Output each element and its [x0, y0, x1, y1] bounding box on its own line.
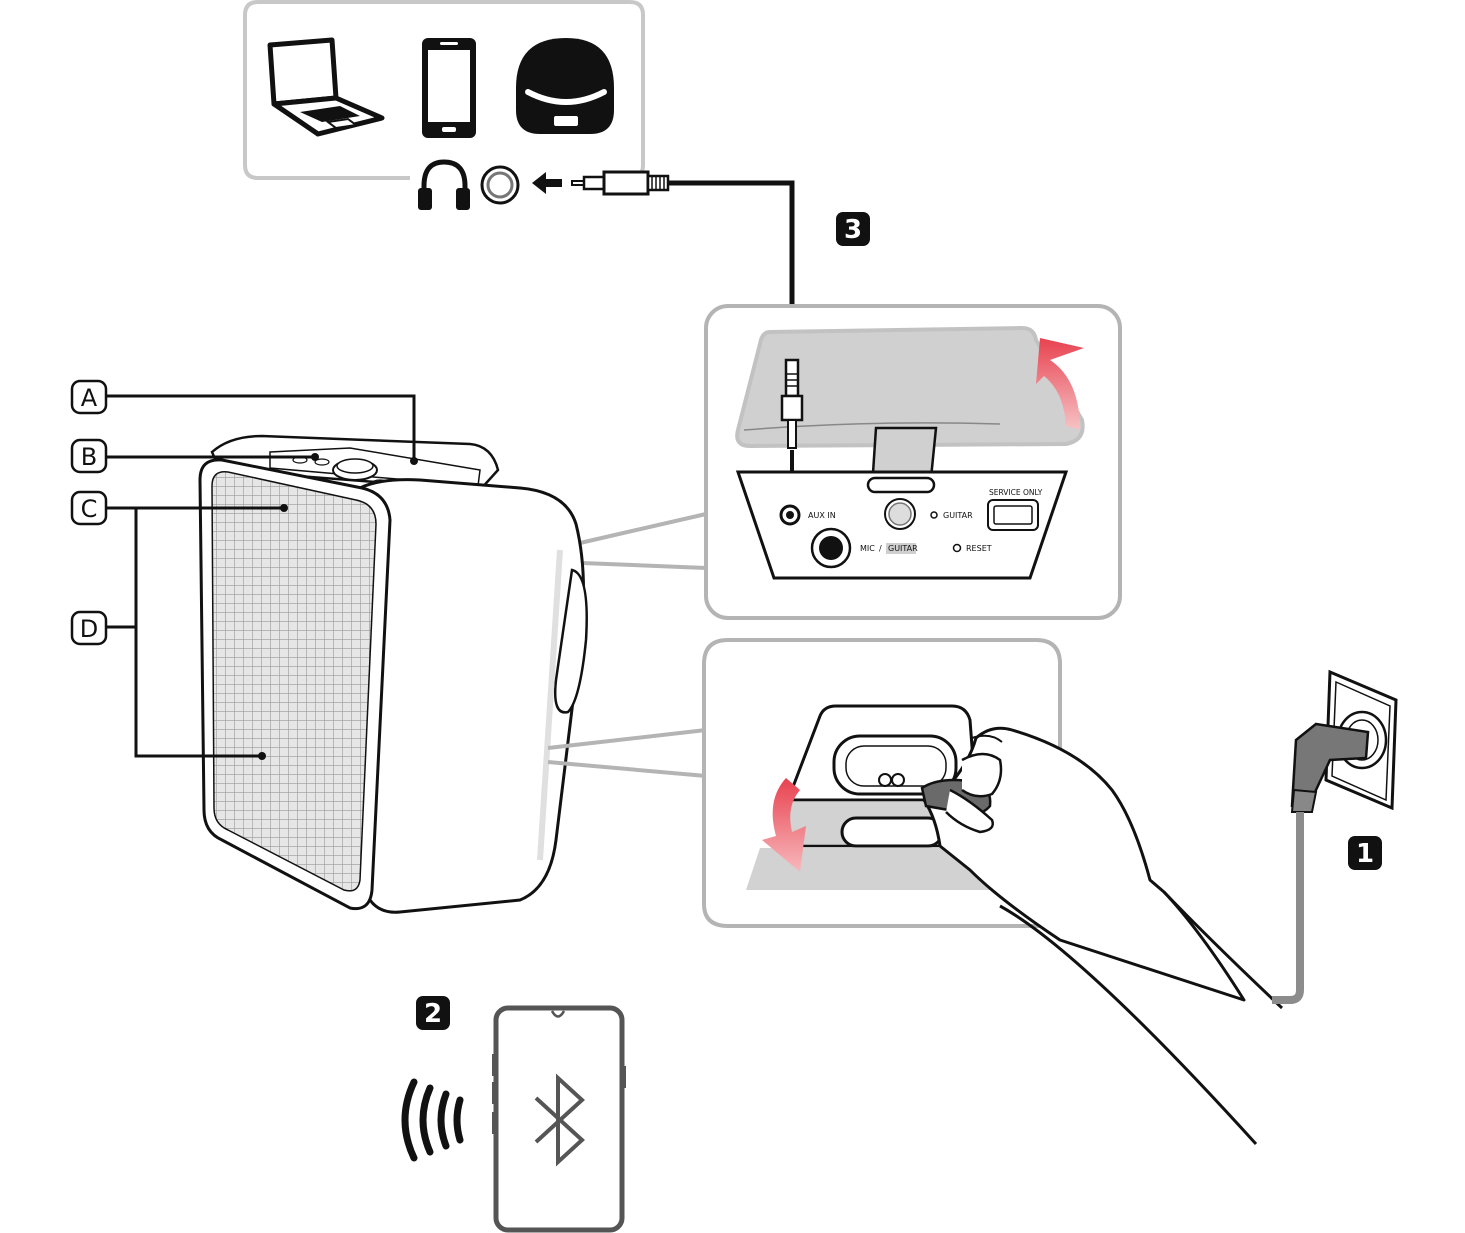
callout-a: A	[70, 379, 418, 465]
step-1-badge: 1	[1348, 836, 1382, 870]
callout-d: D	[70, 508, 266, 760]
callout-c-label: C	[81, 495, 98, 523]
power-cord	[1272, 812, 1304, 1004]
rear-panel-zoom: AUX IN GUITAR SERVICE ONLY MIC / GUITAR …	[579, 304, 1122, 620]
callout-b: B	[70, 438, 319, 474]
speaker-grill	[211, 471, 377, 892]
step-3-number: 3	[844, 215, 862, 245]
power-plug	[1290, 722, 1370, 813]
bluetooth-icon	[534, 1073, 585, 1167]
insert-arrow-icon	[532, 172, 562, 194]
guitar-label: GUITAR	[943, 511, 973, 520]
step-1-number: 1	[1356, 839, 1374, 869]
callout-c: C	[70, 490, 288, 526]
callouts: A B C D	[70, 379, 418, 760]
reset-button	[952, 543, 962, 553]
hand-plug	[920, 726, 1246, 1002]
step-2-number: 2	[424, 999, 442, 1029]
open-flap-arrow-icon	[1036, 338, 1084, 430]
headphones-icon	[418, 159, 470, 210]
callout-d-label: D	[80, 615, 98, 643]
aux-cable	[668, 180, 795, 360]
reset-label: RESET	[966, 544, 992, 553]
mic-label: MIC	[860, 544, 875, 553]
service-only-label: SERVICE ONLY	[989, 488, 1043, 497]
aux-plug	[571, 170, 670, 196]
step-3-badge: 3	[836, 212, 870, 246]
close-cover-arrow-icon	[762, 778, 806, 872]
step-2-badge: 2	[416, 996, 450, 1030]
smartphone-icon	[422, 38, 476, 138]
speaker-unit	[198, 434, 588, 914]
service-port	[993, 505, 1033, 525]
flap-cover	[735, 325, 1085, 449]
callout-b-label: B	[81, 443, 97, 471]
power-zoom	[547, 638, 1284, 1146]
slash-label: /	[879, 544, 882, 553]
source-devices-group	[243, 0, 670, 210]
bluetooth-phone	[492, 1005, 626, 1233]
panel-plug	[780, 358, 804, 449]
callout-a-label: A	[81, 384, 98, 412]
laptop-icon	[267, 37, 385, 137]
signal-waves-icon	[401, 1078, 464, 1162]
dome-speaker-icon	[516, 38, 614, 134]
mic-guitar-label: GUITAR	[888, 544, 918, 553]
aux-port-icon	[480, 165, 520, 205]
aux-in-label: AUX IN	[808, 511, 836, 520]
